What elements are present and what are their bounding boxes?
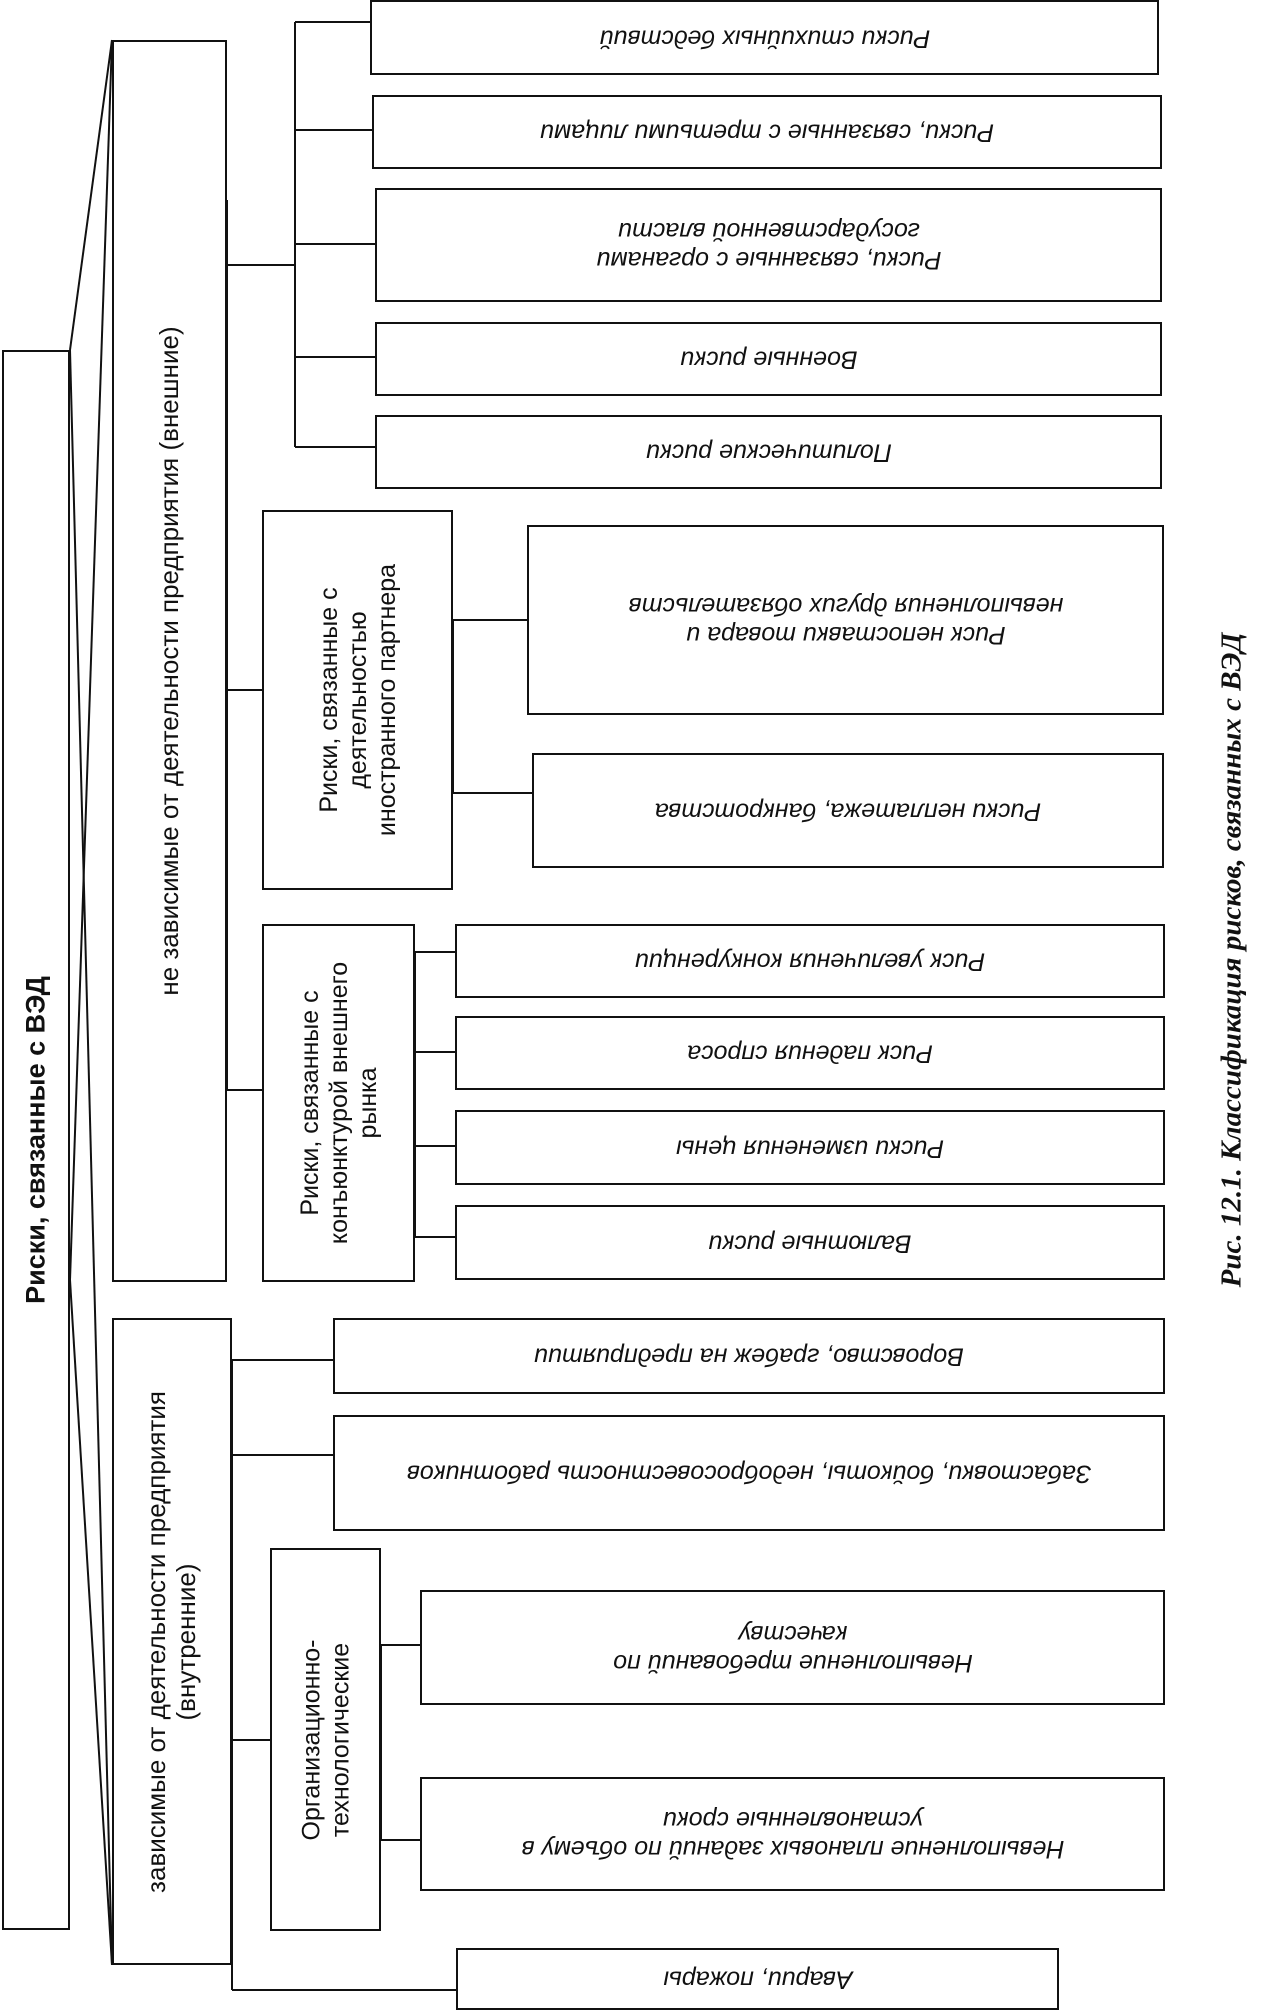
leaf-third-parties: Риски, связанные с третьими лицами	[372, 95, 1162, 169]
leaf-demand-drop: Риск падения спроса	[455, 1016, 1165, 1090]
partner-risks-box: Риски, связанные с деятельностью иностра…	[262, 510, 453, 890]
leaf-currency: Валютные риски	[455, 1205, 1165, 1280]
leaf-military: Военные риски	[375, 322, 1162, 396]
leaf-quality: Невыполнение требований по качеству	[420, 1590, 1165, 1705]
root-box: Риски, связанные с ВЭД	[2, 350, 70, 1930]
leaf-political: Политические риски	[375, 415, 1162, 489]
orgtech-risks-box: Организационно-технологические	[270, 1548, 381, 1931]
market-risks-box: Риски, связанные с конъюнктурой внешнего…	[262, 924, 415, 1282]
leaf-non-payment: Риски неплатежа, банкротства	[532, 753, 1164, 868]
leaf-natural-disasters: Риски стихийных бедствий	[370, 0, 1159, 75]
leaf-accidents-fires: Аварии, пожары	[456, 1948, 1059, 2010]
leaf-price-change: Риски изменения цены	[455, 1110, 1165, 1185]
leaf-non-delivery: Риск непоставки товара и невыполнения др…	[527, 525, 1164, 715]
internal-risks-label: зависимые от деятельности предприятия (в…	[141, 1390, 201, 1893]
leaf-competition: Риск увеличения конкуренции	[455, 924, 1165, 998]
external-risks-label: не зависимые от деятельности предприятия…	[153, 326, 184, 996]
leaf-government: Риски, связанные с органами государствен…	[375, 188, 1162, 302]
root-label: Риски, связанные с ВЭД	[20, 976, 51, 1304]
leaf-strikes: Забастовки, бойкоты, недобросовестность …	[333, 1415, 1165, 1531]
leaf-theft: Воровство, грабеж на предприятии	[333, 1318, 1165, 1394]
external-risks-box: не зависимые от деятельности предприятия…	[112, 40, 227, 1282]
internal-risks-box: зависимые от деятельности предприятия (в…	[112, 1318, 232, 1965]
leaf-plan-targets: Невыполнение плановых заданий по объему …	[420, 1777, 1165, 1891]
figure-caption: Рис. 12.1. Классификация рисков, связанн…	[1215, 632, 1248, 1288]
